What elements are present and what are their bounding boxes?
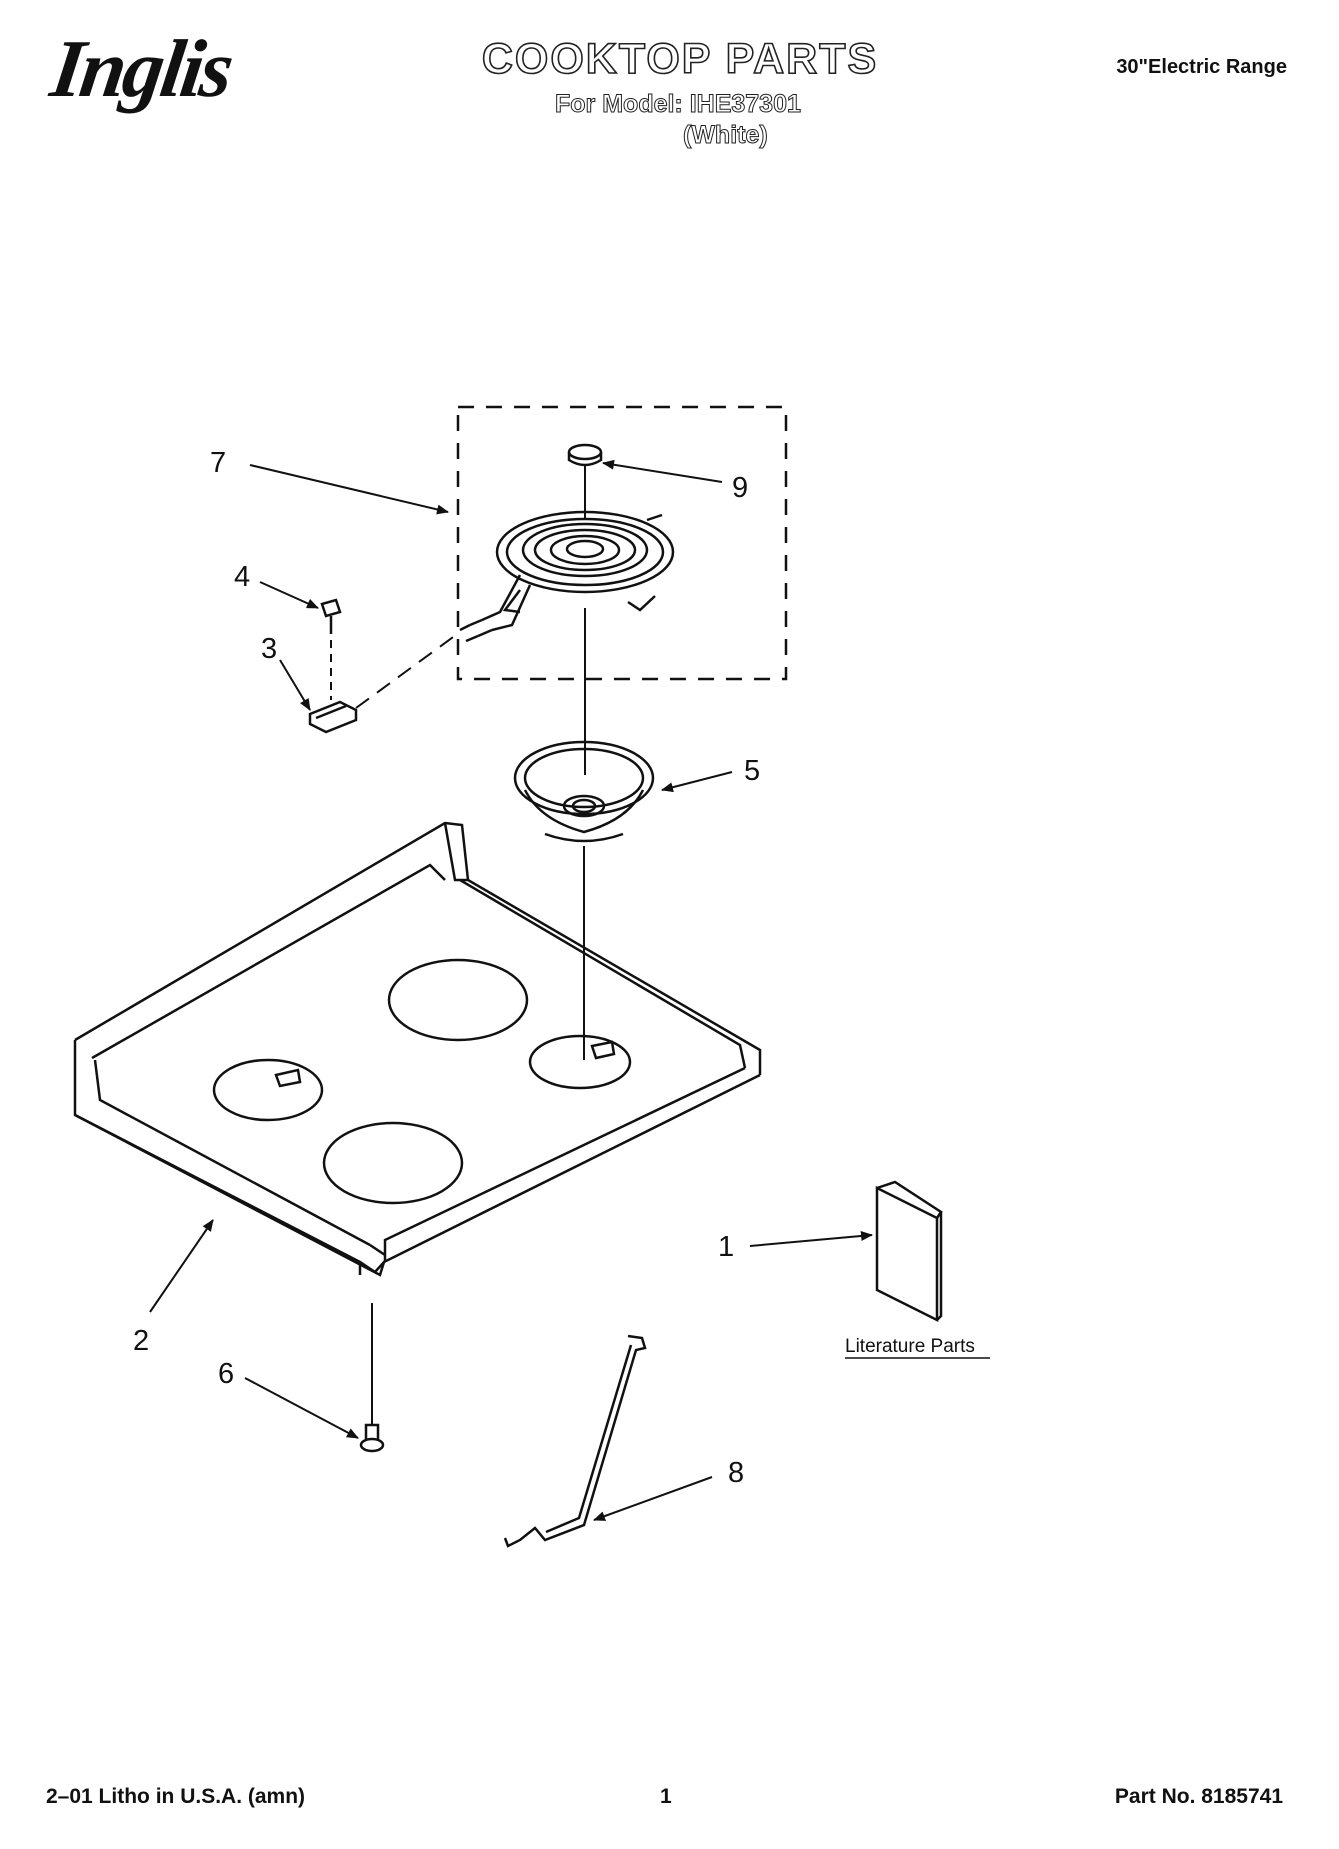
footer-print-info: 2–01 Litho in U.S.A. (amn) [46, 1785, 306, 1808]
product-type: 30"Electric Range [1116, 56, 1287, 78]
callout-4: 4 [234, 561, 250, 593]
element-group-box [456, 405, 788, 681]
callout-9: 9 [732, 472, 748, 504]
element-cap [567, 443, 603, 520]
literature-parts-label: Literature Parts [845, 1336, 975, 1357]
callout-3: 3 [261, 633, 277, 665]
callout-1: 1 [718, 1231, 734, 1263]
callout-6: 6 [218, 1358, 234, 1390]
callout-7: 7 [210, 447, 226, 479]
footer-page-number: 1 [660, 1785, 672, 1808]
model-number: For Model: IHE37301 [555, 90, 802, 118]
top-screw [359, 1423, 385, 1453]
callout-2: 2 [133, 1325, 149, 1357]
terminal-block-screw [320, 598, 342, 700]
model-variant: (White) [683, 121, 769, 149]
literature-booklet [875, 1180, 943, 1323]
terminal-block [308, 631, 461, 734]
top-support-rod [503, 1334, 647, 1548]
page-title: COOKTOP PARTS [481, 35, 879, 83]
drip-bowl [513, 740, 655, 1060]
leader-arrows [149, 459, 873, 1521]
footer-part-number: Part No. 8185741 [1114, 1785, 1283, 1808]
main-top [73, 821, 762, 1277]
callout-5: 5 [744, 755, 760, 787]
callout-8: 8 [728, 1457, 744, 1489]
surface-element [459, 510, 675, 643]
